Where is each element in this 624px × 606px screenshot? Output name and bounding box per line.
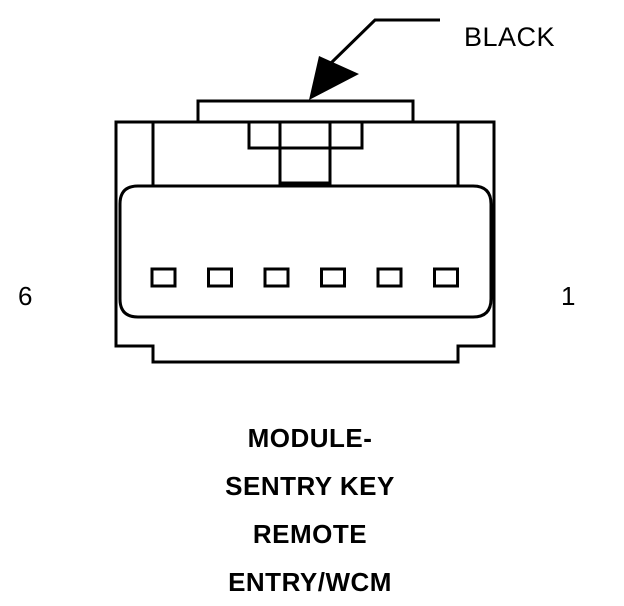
pin-cavity — [376, 267, 403, 288]
arrowhead-icon — [309, 56, 359, 100]
pin-number-end-label: 1 — [561, 281, 576, 311]
title-line-3: REMOTE — [252, 519, 368, 549]
pin-cavity — [320, 267, 346, 288]
title-line-1: MODULE- — [247, 423, 373, 453]
title-line-2: SENTRY KEY — [225, 471, 395, 501]
pin-cavities — [150, 267, 459, 288]
pin-cavity — [263, 267, 290, 288]
connector-body — [114, 99, 496, 364]
connector-latch-center — [278, 120, 332, 185]
wire-color-label: BLACK — [464, 22, 556, 52]
connector-inner-cavity — [118, 184, 493, 319]
pin-cavity — [207, 267, 233, 288]
connector-latch-top — [196, 99, 415, 122]
callout-arrow — [309, 18, 440, 100]
connector-outer-shell — [114, 120, 496, 364]
callout-leader-line — [328, 18, 440, 66]
connector-latch-tabs — [247, 122, 364, 150]
connector-title: MODULE- SENTRY KEY REMOTE ENTRY/WCM — [150, 414, 470, 606]
pin-cavity — [150, 267, 177, 288]
pin-cavity — [433, 267, 459, 288]
title-line-4: ENTRY/WCM — [228, 567, 392, 597]
pin-number-start-label: 6 — [18, 281, 33, 311]
